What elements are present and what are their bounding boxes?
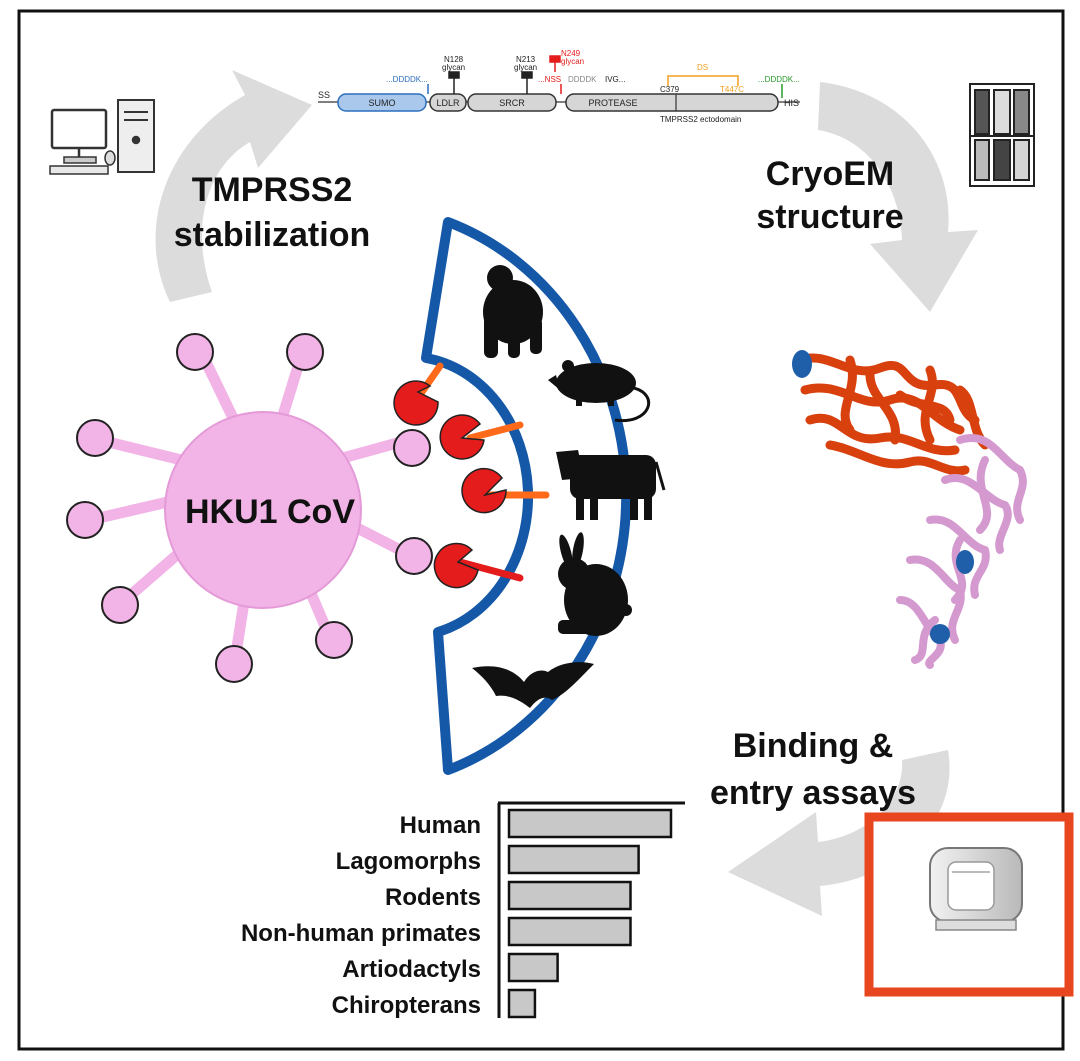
rat-silhouette <box>548 360 651 423</box>
bar-label-non-human-primates: Non-human primates <box>241 920 481 947</box>
receptor-binding-domains <box>393 380 507 589</box>
tag-n128-glycan: glycan <box>442 63 465 72</box>
tag-nss: ...NSS <box>538 75 561 84</box>
bar-non-human-primates <box>507 916 632 947</box>
bar-label-chiropterans: Chiropterans <box>332 992 481 1019</box>
tag-ddddk-right: ...DDDDK... <box>758 75 800 84</box>
cryoem-label-line2: structure <box>756 198 903 236</box>
hku1-virus: HKU1 CoV <box>66 333 433 683</box>
glycan-icon-n249 <box>549 55 561 72</box>
tmprss2-construct: SS SUMO LDLR SRCR PROTEASE HIS ...DDDDK.… <box>318 49 800 124</box>
bar-rodents <box>507 880 632 911</box>
cycle-arrow-top-left <box>155 70 312 302</box>
tag-ectodomain: TMPRSS2 ectodomain <box>660 115 741 124</box>
receptor-spike-tips <box>393 429 433 575</box>
domain-ldlr <box>429 93 467 112</box>
bar-chiropterans <box>507 988 537 1019</box>
bar-label-lagomorphs: Lagomorphs <box>336 848 481 875</box>
spike-tips <box>66 333 353 683</box>
computer-icon <box>49 99 155 175</box>
domain-sumo <box>337 93 427 112</box>
domain-sumo-label: SUMO <box>369 98 396 108</box>
virus-label: HKU1 CoV <box>185 493 355 531</box>
stabilization-label-line1: TMPRSS2 <box>192 171 353 209</box>
cycle-arrow-bottom <box>728 750 950 916</box>
protein-pink-domain <box>896 434 1027 669</box>
tag-n249: N249 <box>561 49 581 58</box>
bat-silhouette <box>472 662 594 708</box>
bar-label-artiodactyls: Artiodactyls <box>342 956 481 983</box>
rabbit-silhouette <box>558 532 632 636</box>
rbd-4 <box>433 542 479 589</box>
protein-orange-domain <box>795 353 990 476</box>
tag-ivg: IVG... <box>605 75 625 84</box>
domain-protease <box>565 93 779 112</box>
tag-t447c: T447C <box>720 85 744 94</box>
stabilization-label-line2: stabilization <box>174 216 370 254</box>
tag-n213-glycan: glycan <box>514 63 537 72</box>
cow-silhouette <box>556 450 666 520</box>
cryoem-protein-structure <box>792 350 1027 669</box>
domain-protease-label: PROTEASE <box>588 98 637 108</box>
tag-ddddk-mid: DDDDK <box>568 75 597 84</box>
cycle-arrow-right <box>818 82 978 312</box>
domain-srcr-label: SRCR <box>499 98 525 108</box>
domain-his-label: HIS <box>784 98 799 108</box>
virus-body <box>164 411 362 609</box>
bar-label-rodents: Rodents <box>385 884 481 911</box>
bar-lagomorphs <box>507 844 640 875</box>
domain-ss-label: SS <box>318 90 330 100</box>
tag-c379: C379 <box>660 85 680 94</box>
ape-silhouette <box>483 265 543 358</box>
glycan-icon-n213 <box>521 71 533 94</box>
cryo-microscope-icon <box>969 83 1035 187</box>
binding-label-line2: entry assays <box>710 774 916 812</box>
bar-label-human: Human <box>400 812 481 839</box>
assay-instrument-icon <box>929 847 1023 931</box>
tag-n213: N213 <box>516 55 536 64</box>
glycan-icon-n128 <box>448 71 460 94</box>
bar-artiodactyls <box>507 952 559 983</box>
tag-n128: N128 <box>444 55 464 64</box>
tag-ds: DS <box>697 63 708 72</box>
binding-label-line1: Binding & <box>733 727 894 765</box>
tag-ddddk-left: ...DDDDK... <box>386 75 428 84</box>
rbd-2 <box>439 414 485 460</box>
domain-ldlr-label: LDLR <box>436 98 460 108</box>
rbd-3 <box>461 467 507 514</box>
protein-glycans <box>792 350 974 644</box>
tag-n249-glycan: glycan <box>561 57 584 66</box>
bar-human <box>507 808 673 839</box>
cryoem-label-line1: CryoEM <box>766 155 894 193</box>
domain-srcr <box>467 93 557 112</box>
rbd-1 <box>393 380 439 426</box>
